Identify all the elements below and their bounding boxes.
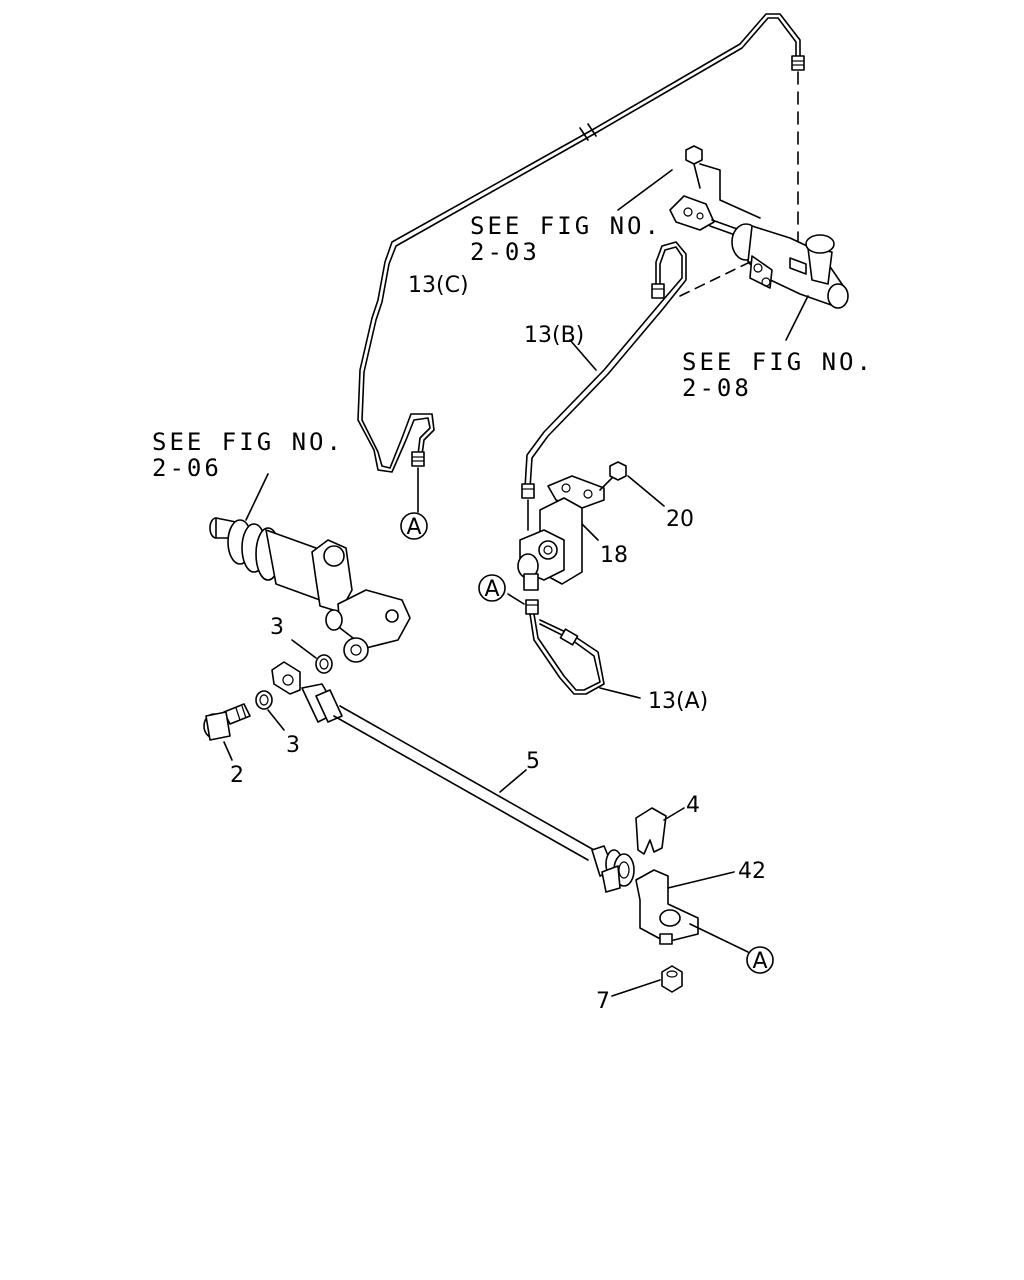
connection-marker-a1: A <box>400 512 428 540</box>
pipe-13b <box>521 241 687 531</box>
callout-3-lower: 3 <box>286 733 300 758</box>
ref-2-08-line1: SEE FIG NO. <box>682 348 874 376</box>
pipe-13c <box>357 13 805 513</box>
callout-42: 42 <box>738 859 766 884</box>
connection-marker-a3: A <box>746 946 774 974</box>
marker-a1-text: A <box>406 515 421 540</box>
callout-3-upper: 3 <box>270 615 284 640</box>
marker-a2-text: A <box>484 577 499 602</box>
reference-2-08: SEE FIG NO. 2-08 <box>682 348 874 402</box>
ref-2-08-line2: 2-08 <box>682 374 752 402</box>
ref-2-06-line2: 2-06 <box>152 454 222 482</box>
callout-4: 4 <box>686 793 700 818</box>
ref-2-06-line1: SEE FIG NO. <box>152 428 344 456</box>
callout-20: 20 <box>666 507 694 532</box>
callout-2: 2 <box>230 763 244 788</box>
ref-2-03-line1: SEE FIG NO. <box>470 212 662 240</box>
slave-cylinder <box>209 473 411 663</box>
washers-and-bolt <box>203 639 333 761</box>
master-cylinder <box>617 145 849 341</box>
pipe-13a <box>507 593 641 699</box>
clip-and-bracket <box>611 807 749 997</box>
reference-2-06: SEE FIG NO. 2-06 <box>152 428 344 482</box>
reference-2-03: SEE FIG NO. 2-03 <box>470 212 662 266</box>
callout-5: 5 <box>526 749 540 774</box>
three-way-joint-18 <box>517 461 665 591</box>
callout-7: 7 <box>596 989 610 1014</box>
callout-13c: 13(C) <box>408 273 469 298</box>
marker-a3-text: A <box>752 949 767 974</box>
callout-13b: 13(B) <box>524 323 584 348</box>
connection-marker-a2: A <box>478 574 506 602</box>
hose-5 <box>271 661 635 893</box>
ref-2-03-line2: 2-03 <box>470 238 540 266</box>
callout-18: 18 <box>600 543 628 568</box>
callout-13a: 13(A) <box>648 689 708 714</box>
